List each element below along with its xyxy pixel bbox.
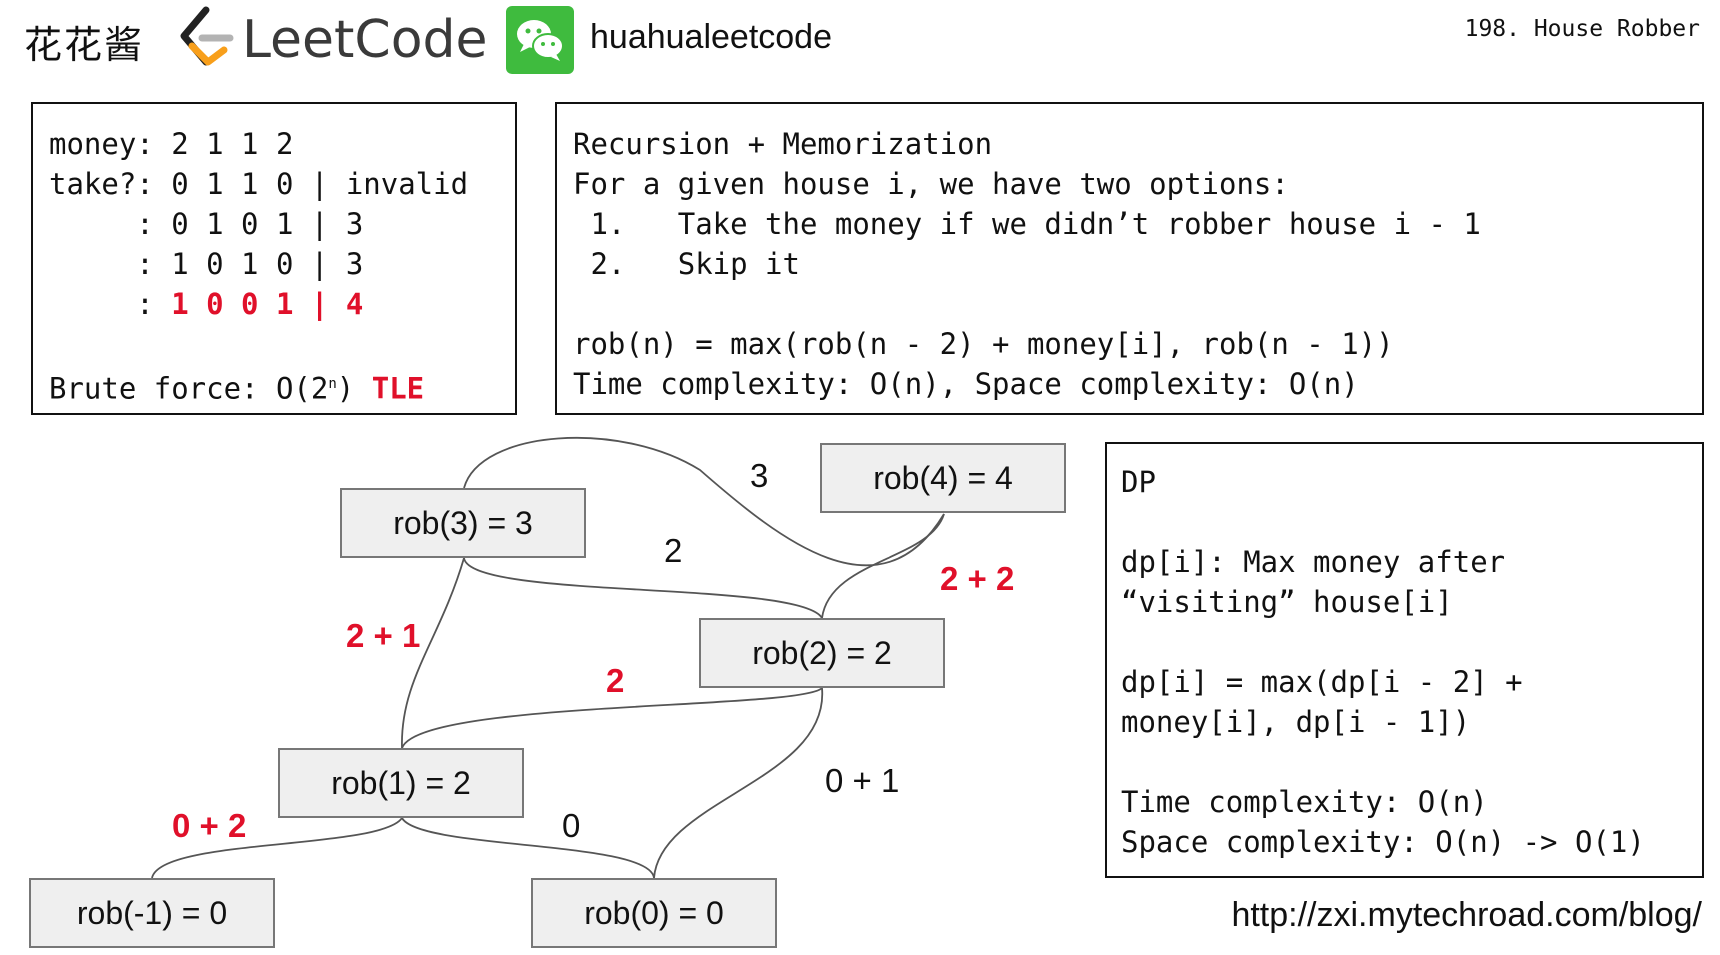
panel-line: 2. Skip it — [573, 247, 800, 281]
edge-label-2: 2 — [664, 532, 683, 569]
panel-line-optimal: : 1 0 0 1 | 4 — [49, 287, 364, 321]
panel-line: : 0 1 0 1 | 3 — [49, 207, 364, 241]
brute-force-complexity: Brute force: O(2n) TLE — [49, 371, 425, 406]
chinese-title: 花花酱 — [24, 23, 145, 67]
panel-line: money: 2 1 1 2 — [49, 127, 294, 161]
wechat-account-name: huahualeetcode — [590, 18, 833, 56]
panel-line: take?: 0 1 1 0 | invalid — [49, 167, 469, 201]
edge-label-2-plus-1: 2 + 1 — [346, 617, 421, 654]
leetcode-logo-text: LeetCode — [242, 10, 488, 70]
panel-line: money[i], dp[i - 1]) — [1121, 705, 1471, 739]
panel-line: Time complexity: O(n) — [1121, 785, 1488, 819]
edge-label-2-plus-2: 2 + 2 — [940, 560, 1015, 597]
recursion-panel: Recursion + Memorization For a given hou… — [555, 102, 1704, 415]
panel-line: “visiting” house[i] — [1121, 585, 1453, 619]
panel-line: Space complexity: O(n) -> O(1) — [1121, 825, 1645, 859]
node-rob-4: rob(4) = 4 — [820, 443, 1066, 513]
edge-rob2-rob1 — [401, 687, 823, 749]
edge-rob2-rob0 — [653, 687, 823, 879]
panel-line: rob(n) = max(rob(n - 2) + money[i], rob(… — [573, 327, 1394, 361]
panel-line: Recursion + Memorization — [573, 127, 993, 161]
panel-line: For a given house i, we have two options… — [573, 167, 1289, 201]
leetcode-logo-icon — [180, 6, 234, 66]
panel-line: dp[i] = max(dp[i - 2] + — [1121, 665, 1523, 699]
node-rob-0: rob(0) = 0 — [531, 878, 777, 948]
edge-rob1-rob0 — [401, 817, 655, 879]
panel-line: 1. Take the money if we didn’t robber ho… — [573, 207, 1481, 241]
edge-rob1-robm1 — [151, 817, 403, 879]
node-rob-3: rob(3) = 3 — [340, 488, 586, 558]
tle-badge: TLE — [371, 371, 425, 406]
panel-line: Time complexity: O(n), Space complexity:… — [573, 367, 1359, 401]
edge-label-0-plus-1: 0 + 1 — [825, 762, 900, 799]
panel-line: dp[i]: Max money after — [1121, 545, 1506, 579]
brute-force-panel: money: 2 1 1 2 take?: 0 1 1 0 | invalid … — [31, 102, 517, 415]
edge-rob3-rob2 — [463, 557, 823, 619]
dp-panel: DP dp[i]: Max money after “visiting” hou… — [1105, 442, 1704, 878]
node-rob-2: rob(2) = 2 — [699, 618, 945, 688]
edge-rob4-rob2 — [821, 513, 945, 619]
edge-label-3: 3 — [750, 457, 769, 494]
edge-label-0-plus-2: 0 + 2 — [172, 807, 247, 844]
node-rob-minus-1: rob(-1) = 0 — [29, 878, 275, 948]
problem-title: 198. House Robber — [1464, 16, 1700, 42]
edge-rob3-rob1 — [401, 557, 465, 749]
edge-label-2-red: 2 — [606, 662, 625, 699]
panel-line: DP — [1121, 465, 1156, 499]
blog-url: http://zxi.mytechroad.com/blog/ — [1231, 896, 1702, 934]
node-rob-1: rob(1) = 2 — [278, 748, 524, 818]
edge-label-0: 0 — [562, 807, 581, 844]
wechat-icon — [506, 6, 574, 74]
panel-line: : 1 0 1 0 | 3 — [49, 247, 364, 281]
